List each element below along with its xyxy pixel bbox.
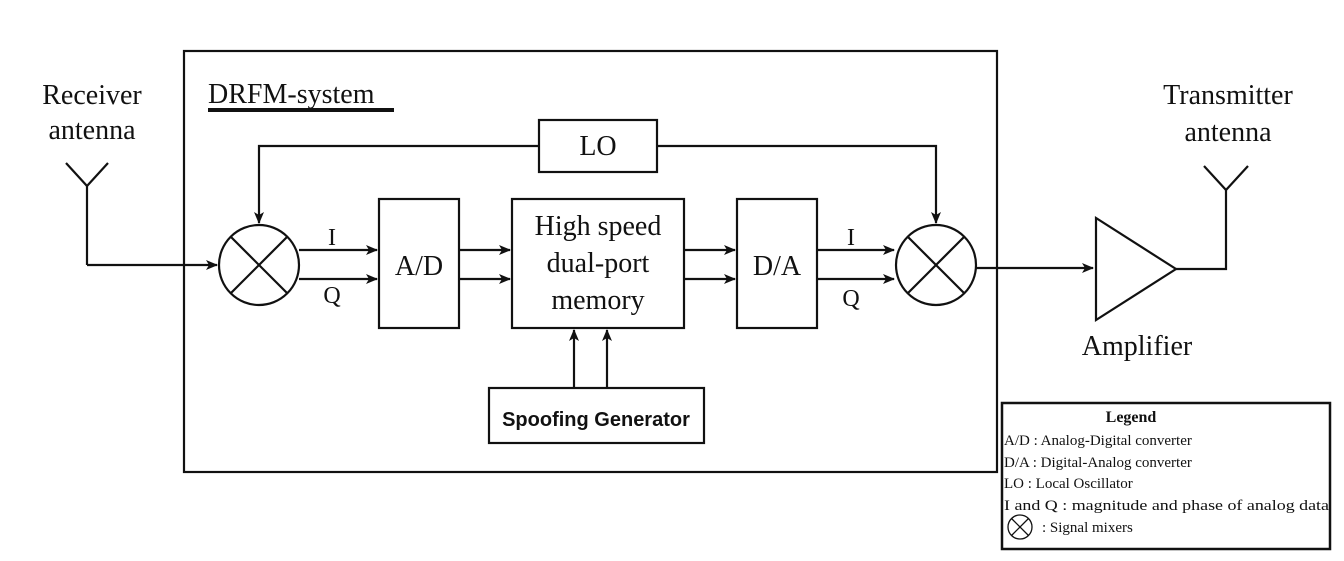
receiver-label-line2: antenna <box>48 115 136 146</box>
amplifier-icon <box>1094 215 1179 323</box>
memory-line2: dual-port <box>547 248 650 279</box>
memory-box <box>510 197 686 330</box>
legend-title: Legend <box>1106 409 1157 426</box>
legend-item-lo: LO : Local Oscillator <box>1004 476 1133 492</box>
input-i-label: I <box>328 225 336 251</box>
input-q-label: Q <box>323 283 340 309</box>
legend: Legend A/D : Analog-Digital converter D/… <box>1000 401 1332 551</box>
lo-to-input-mixer-line <box>254 144 539 224</box>
transmitter-label-line2: antenna <box>1184 117 1272 148</box>
transmitter-label-line1: Transmitter <box>1163 80 1293 111</box>
spoofing-generator-box <box>487 386 706 445</box>
receiver-antenna-icon <box>65 162 109 265</box>
system-title: DRFM-system <box>208 79 375 110</box>
ad-label: A/D <box>395 251 443 282</box>
legend-item-mixer: : Signal mixers <box>1042 520 1133 536</box>
spoofing-label: Spoofing Generator <box>502 409 690 431</box>
output-mixer-icon <box>894 223 978 307</box>
legend-item-iq: I and Q : magnitude and phase of analog … <box>1004 498 1329 514</box>
output-q-label: Q <box>842 286 859 312</box>
legend-item-ad: A/D : Analog-Digital converter <box>1004 433 1192 449</box>
legend-item-da: D/A : Digital-Analog converter <box>1004 455 1192 471</box>
amplifier-label: Amplifier <box>1082 331 1193 362</box>
memory-line3: memory <box>551 285 644 316</box>
amplifier-to-antenna-line <box>1176 190 1228 271</box>
input-mixer-icon <box>217 223 301 307</box>
transmitter-antenna-icon <box>1203 165 1249 191</box>
da-converter-box <box>735 197 819 330</box>
legend-mixer-icon <box>1007 514 1033 540</box>
ad-converter-box <box>377 197 461 330</box>
memory-line1: High speed <box>535 211 662 242</box>
lo-to-output-mixer-line <box>657 144 941 224</box>
da-label: D/A <box>753 251 802 282</box>
output-i-label: I <box>847 225 855 251</box>
lo-box <box>537 118 659 174</box>
receiver-label-line1: Receiver <box>42 80 142 111</box>
lo-label: LO <box>579 131 616 162</box>
legend-box <box>1000 401 1332 551</box>
